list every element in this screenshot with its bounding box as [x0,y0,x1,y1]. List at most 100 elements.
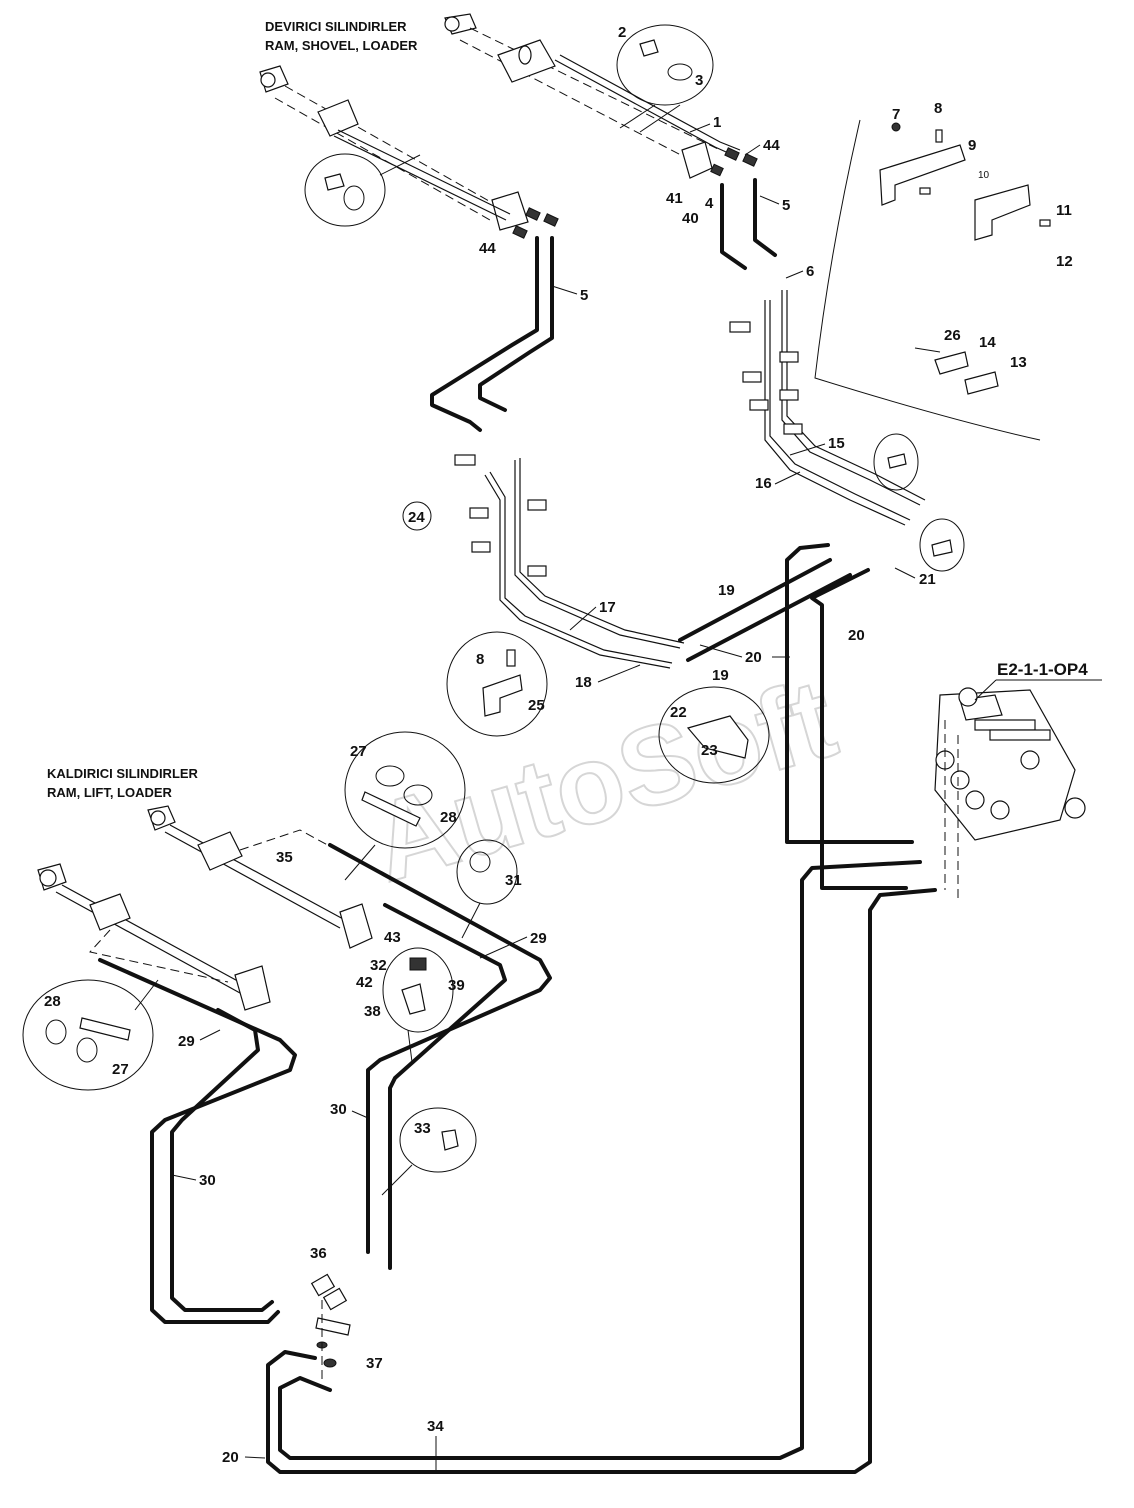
part-label: 20 [848,627,865,644]
callout-clamp-27-28-upper [344,731,466,849]
bracket-set-right [729,321,803,435]
title-devirici-line1: DEVIRICI SILINDIRLER [265,19,407,34]
title-devirici: DEVIRICI SILINDIRLER RAM, SHOVEL, LOADER [265,19,418,53]
callout-bracket-25 [446,631,548,737]
part-label: 20 [222,1449,239,1466]
part-label: 19 [712,667,729,684]
callout-clamp-38 [382,947,454,1033]
part-label: 14 [979,334,996,351]
part-label: 25 [528,697,545,714]
part-label: 4 [705,195,714,212]
hose-5-left-a [430,236,539,432]
part-label: 8 [476,651,484,668]
callout-ring-31 [456,839,518,905]
hose-20-long [266,888,937,1474]
part-label: 6 [806,263,814,280]
callout-clamp-27-28-lower [22,979,154,1091]
leader-lines [171,123,916,1470]
part-label: 5 [782,197,790,214]
part-label: 5 [580,287,588,304]
part-label: 21 [919,571,936,588]
part-label: 12 [1056,253,1073,270]
callout-clamp-lower [304,153,386,227]
hose-30-lower-b [170,1008,274,1312]
part-label: 37 [366,1355,383,1372]
part-label: 39 [448,977,465,994]
callout-clip-33 [399,1107,477,1173]
bracket-detail-9-10 [879,122,1051,241]
detail-boundary [814,119,1041,441]
title-kaldirici-line2: RAM, LIFT, LOADER [47,785,173,800]
lift-ram-upper [147,805,373,949]
part-label: 38 [364,1003,381,1020]
part-label: 32 [370,957,387,974]
title-kaldirici: KALDIRICI SILINDIRLER RAM, LIFT, LOADER [47,766,199,800]
fitting-cluster-upper [512,147,758,239]
part-label: 31 [505,872,522,889]
part-label: 44 [763,137,780,154]
reference-code: E2-1-1-OP4 [997,660,1088,679]
part-label: 10 [978,170,990,181]
part-label: 11 [1056,202,1072,219]
part-label: 33 [414,1120,431,1137]
callout-clip-15 [873,433,919,491]
part-label: 28 [44,993,61,1010]
bracket-detail-13-14 [914,347,999,395]
control-valve [934,687,1086,900]
part-label: 43 [384,929,401,946]
part-label: 41 [666,190,683,207]
shovel-ram-upper [444,13,721,179]
part-label: 17 [599,599,616,616]
title-devirici-line2: RAM, SHOVEL, LOADER [265,38,418,53]
hose-5-left-b [478,236,554,412]
part-label: 35 [276,849,293,866]
part-label: 34 [427,1418,444,1435]
part-label: 15 [828,435,845,452]
lift-ram-lower [37,863,271,1011]
part-label: 44 [479,240,496,257]
part-label: 42 [356,974,373,991]
part-label: 16 [755,475,772,492]
hose-20-a [785,543,914,844]
hose-5-right-b [753,178,777,257]
part-label: 18 [575,674,592,691]
part-label: 13 [1010,354,1027,371]
part-label: 30 [330,1101,347,1118]
part-label: 28 [440,809,457,826]
part-label: 29 [178,1033,195,1050]
part-label: 1 [713,114,721,131]
hose-19-b [686,573,852,662]
part-label: 7 [892,106,900,123]
hose-29-upper-b [383,903,507,1270]
part-label: 40 [682,210,699,227]
part-label: 23 [701,742,718,759]
part-label: 8 [934,100,942,117]
hose-29-upper-a [328,843,552,1254]
part-label: 9 [968,137,976,154]
callout-bracket-23 [658,686,770,784]
part-label: 30 [199,1172,216,1189]
shovel-ram-lower [259,65,529,231]
part-label: 29 [530,930,547,947]
part-label: 26 [944,327,961,344]
part-label: 24 [408,509,425,526]
hose-19-a [678,558,832,642]
part-label: 19 [718,582,735,599]
hose-34 [278,860,922,1460]
part-label: 2 [618,24,626,41]
hose-20-b [810,568,908,890]
part-labels: 2 3 1 44 41 4 40 5 44 5 6 7 8 9 10 11 12… [44,24,1073,1466]
part-label: 27 [350,743,367,760]
part-label-circle [402,501,432,531]
part-label: 22 [670,704,687,721]
hose-30-lower-a [98,958,297,1324]
watermark: AutoSoft [359,655,848,905]
callout-clip-21 [919,518,965,572]
part-label: 20 [745,649,762,666]
part-label: 3 [695,72,703,89]
hose-5-right-a [720,183,747,270]
bracket-set-left [454,454,547,577]
tee-fittings [310,1273,351,1380]
